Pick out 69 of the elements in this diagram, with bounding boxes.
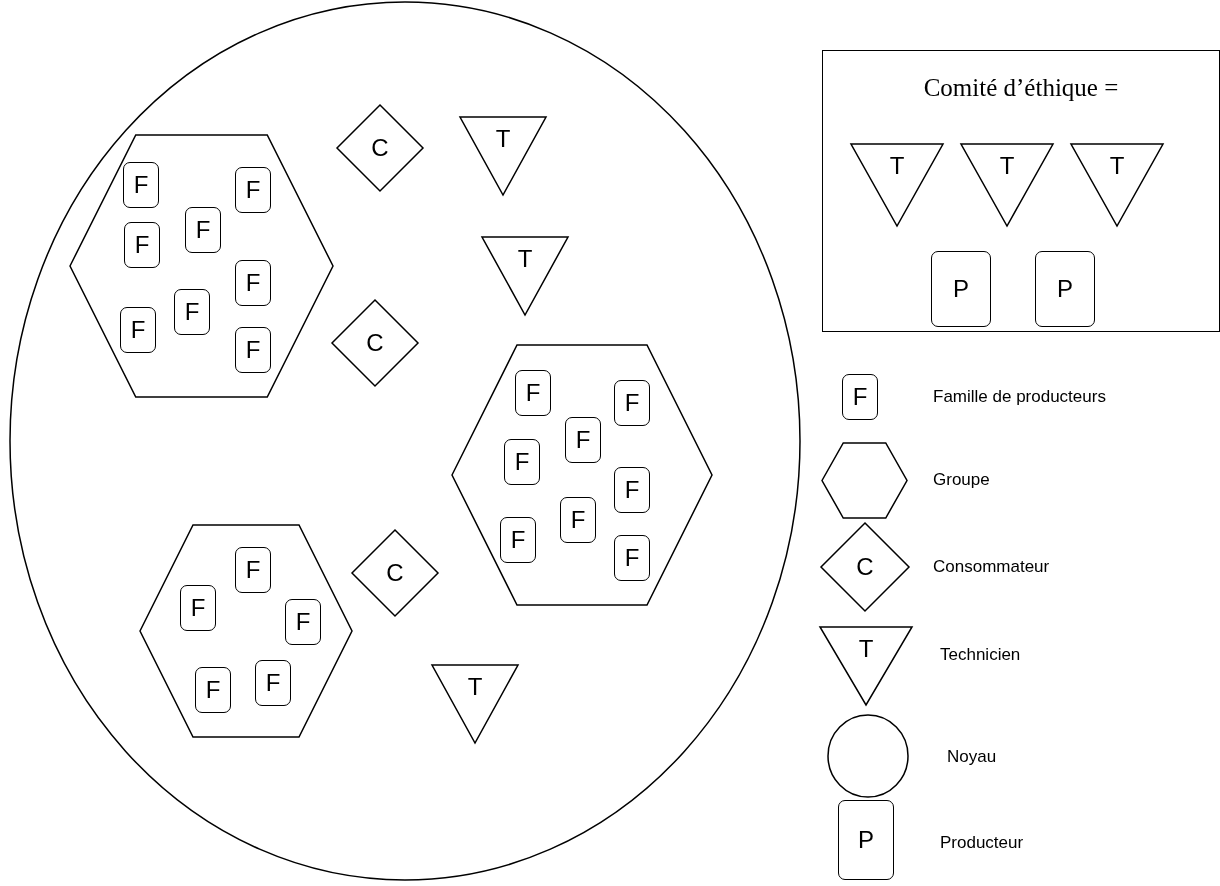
shape-letter: F xyxy=(190,594,206,622)
shape-letter: F xyxy=(130,316,146,344)
producer-box xyxy=(614,380,650,426)
panel-title: Comité d’éthique = xyxy=(923,73,1119,103)
shape-letter: P xyxy=(1057,275,1073,303)
producer-box xyxy=(120,307,156,353)
shape-letter: C xyxy=(371,134,389,162)
shape-letter: C xyxy=(386,559,404,587)
shape-letter: F xyxy=(624,389,640,417)
shape-caption: Producteur xyxy=(940,833,1024,853)
shape-letter: F xyxy=(133,171,149,199)
producer-box xyxy=(504,439,540,485)
producer-box xyxy=(235,327,271,373)
shape-caption: Technicien xyxy=(940,645,1021,665)
producer-box xyxy=(838,800,894,880)
shape-letter: T xyxy=(858,635,874,663)
shape-letter: T xyxy=(889,152,905,180)
shape-letter: T xyxy=(495,125,511,153)
producer-box xyxy=(500,517,536,563)
producer-box xyxy=(931,251,991,327)
producer-box xyxy=(174,289,210,335)
shape-caption: Noyau xyxy=(947,747,997,767)
shape-letter: F xyxy=(265,669,281,697)
shape-letter: F xyxy=(624,476,640,504)
producer-box xyxy=(185,207,221,253)
producer-box xyxy=(235,260,271,306)
shape-letter: T xyxy=(467,673,483,701)
shape-letter: T xyxy=(999,152,1015,180)
shape-letter: F xyxy=(195,216,211,244)
producer-box xyxy=(180,585,216,631)
producer-box xyxy=(195,667,231,713)
producer-box xyxy=(614,467,650,513)
shape-letter: F xyxy=(514,448,530,476)
shape-letter: P xyxy=(953,275,969,303)
producer-box xyxy=(255,660,291,706)
shape-letter: F xyxy=(245,336,261,364)
producer-box xyxy=(235,167,271,213)
shape-letter: F xyxy=(245,556,261,584)
committee-panel xyxy=(822,50,1220,332)
producer-box xyxy=(565,417,601,463)
shape-letter: F xyxy=(570,506,586,534)
shape-letter: C xyxy=(856,553,874,581)
shape-letter: F xyxy=(245,176,261,204)
shape-letter: P xyxy=(858,826,874,854)
shape-letter: T xyxy=(517,245,533,273)
shape-letter: F xyxy=(184,298,200,326)
producer-box xyxy=(842,374,878,420)
shape-caption: Famille de producteurs xyxy=(933,387,1106,407)
shape-letter: F xyxy=(510,526,526,554)
shape-letter: F xyxy=(525,379,541,407)
shape-letter: C xyxy=(366,329,384,357)
producer-box xyxy=(560,497,596,543)
shape-caption: Groupe xyxy=(933,470,990,490)
producer-box xyxy=(285,599,321,645)
producer-box xyxy=(123,162,159,208)
shape-letter: F xyxy=(245,269,261,297)
shape-caption: Consommateur xyxy=(933,557,1050,577)
producer-box xyxy=(614,535,650,581)
producer-box xyxy=(1035,251,1095,327)
shape-letter: F xyxy=(575,426,591,454)
producer-box xyxy=(515,370,551,416)
shape-letter: F xyxy=(624,544,640,572)
shape-letter: T xyxy=(1109,152,1125,180)
producer-box xyxy=(235,547,271,593)
shape-letter: F xyxy=(295,608,311,636)
shape-letter: F xyxy=(134,231,150,259)
shape-letter: F xyxy=(205,676,221,704)
producer-box xyxy=(124,222,160,268)
shape-letter: F xyxy=(852,383,868,411)
